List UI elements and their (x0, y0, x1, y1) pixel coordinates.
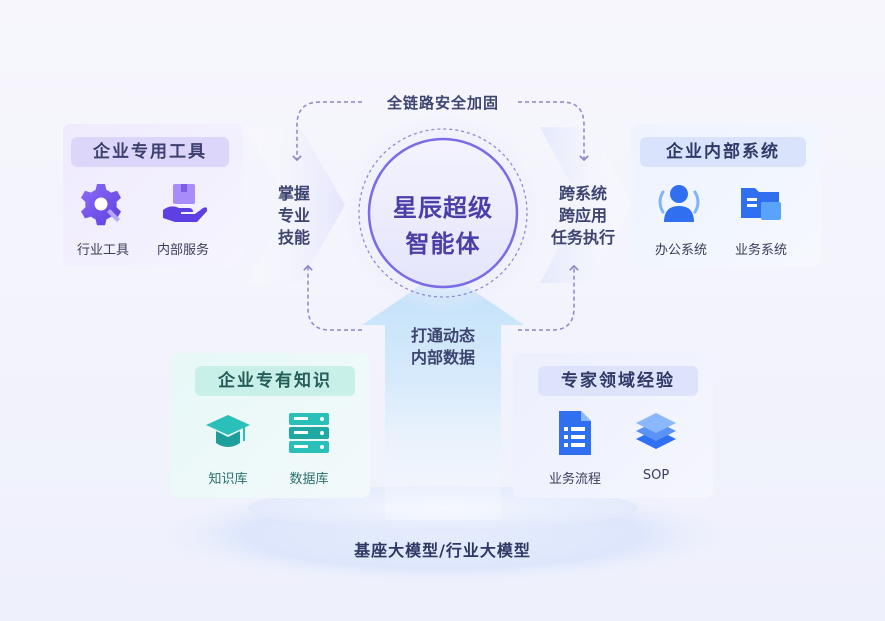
skill-right-line-1: 跨系统 (558, 184, 607, 203)
label-office-system: 办公系统 (654, 243, 707, 258)
center-ring (367, 137, 519, 289)
center-title-line-2: 智能体 (405, 230, 481, 258)
skill-left-line-3: 技能 (277, 228, 310, 247)
arc-top-right (518, 101, 589, 162)
label-industry-tools: 行业工具 (76, 243, 129, 258)
center-outer-dash (358, 128, 528, 298)
hand-box-icon (159, 180, 207, 228)
people-icon (655, 180, 703, 228)
skill-text-left: 掌握 专业 技能 (266, 183, 322, 249)
skill-text-right: 跨系统 跨应用 任务执行 (540, 183, 626, 249)
label-business-process: 业务流程 (548, 472, 601, 487)
panel-title-experience: 专家领域经验 (538, 366, 698, 396)
left-chevron (245, 127, 345, 283)
security-label: 全链路安全加固 (386, 94, 499, 112)
label-sop: SOP (642, 468, 670, 483)
label-database: 数据库 (289, 472, 329, 487)
skill-left-line-1: 掌握 (277, 184, 310, 203)
arrow-text-bottom: 打通动态 内部数据 (393, 325, 493, 369)
folder-icon (737, 180, 785, 228)
document-list-icon (551, 409, 599, 457)
gear-wrench-icon (77, 180, 125, 228)
server-icon (285, 409, 333, 457)
skill-right-line-3: 任务执行 (550, 228, 615, 247)
label-business-system: 业务系统 (734, 243, 787, 258)
base-model-label: 基座大模型/行业大模型 (354, 541, 531, 560)
label-internal-services: 内部服务 (156, 243, 209, 258)
panel-title-knowledge: 企业专有知识 (195, 366, 355, 396)
right-chevron (540, 127, 632, 283)
arc-bottom-right (518, 264, 579, 331)
skill-right-line-2: 跨应用 (558, 206, 607, 225)
layers-icon (632, 409, 680, 457)
arc-bottom-left (303, 264, 362, 331)
label-knowledge-base: 知识库 (208, 472, 248, 487)
arrow-text-line-1: 打通动态 (410, 326, 475, 345)
center-title: 星辰超级 智能体 (370, 190, 516, 262)
panel-title-systems: 企业内部系统 (640, 137, 806, 167)
skill-left-line-2: 专业 (277, 206, 310, 225)
arrow-text-line-2: 内部数据 (410, 348, 475, 367)
graduation-cap-icon (204, 409, 252, 457)
center-title-line-1: 星辰超级 (393, 194, 493, 222)
panel-title-tools: 企业专用工具 (71, 137, 229, 167)
up-arrow (362, 270, 524, 520)
arc-top-left (292, 101, 362, 162)
